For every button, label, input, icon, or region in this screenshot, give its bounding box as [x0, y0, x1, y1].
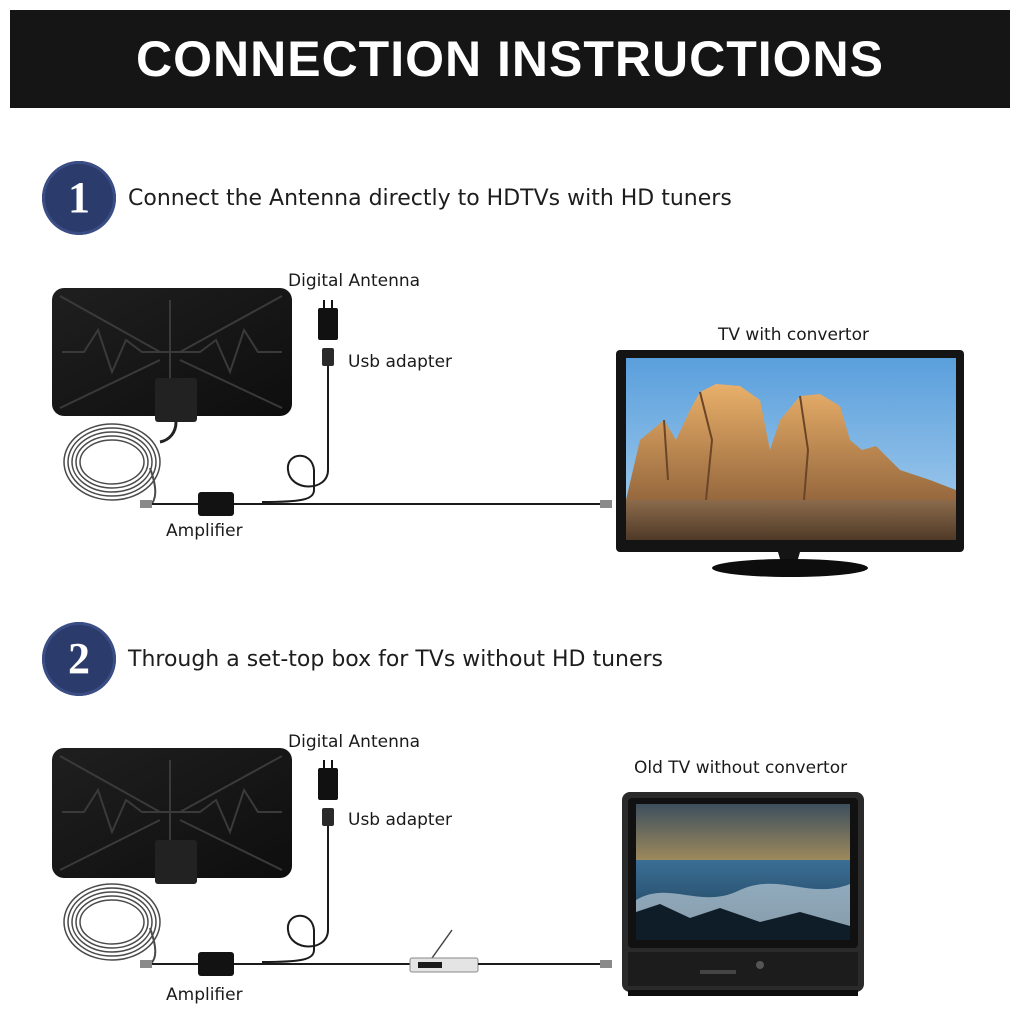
- step-2-cable-coil: [63, 883, 161, 965]
- step-1-badge: 1: [42, 161, 116, 235]
- step-2-amplifier-label: Amplifier: [166, 985, 243, 1005]
- step-2-badge: 2: [42, 622, 116, 696]
- step-2-tv-label: Old TV without convertor: [634, 758, 848, 778]
- step-1-antenna: [52, 288, 292, 444]
- step-1-number: 1: [68, 173, 90, 222]
- step-2-amplifier: [140, 952, 410, 976]
- step-2-old-tv: [622, 792, 864, 996]
- step-1-tv-label: TV with convertor: [718, 325, 869, 345]
- step-1-instruction: Connect the Antenna directly to HDTVs wi…: [128, 186, 732, 211]
- step-2-antenna-label: Digital Antenna: [288, 732, 421, 752]
- step-1-cable-coil: [63, 423, 161, 507]
- step-1-hd-tv: [616, 350, 964, 577]
- header-bar: CONNECTION INSTRUCTIONS: [10, 10, 1010, 108]
- step-2-usb-adapter: [261, 760, 338, 963]
- page-title: CONNECTION INSTRUCTIONS: [136, 31, 884, 87]
- step-2-set-top-box: [409, 929, 612, 973]
- step-1-usb-adapter-label: Usb adapter: [348, 352, 453, 372]
- step-1-amplifier-label: Amplifier: [166, 521, 243, 541]
- step-2-usb-adapter-label: Usb adapter: [348, 810, 453, 830]
- step-2-number: 2: [68, 634, 90, 683]
- step-1-antenna-label: Digital Antenna: [288, 271, 421, 291]
- step-2-antenna: [52, 748, 292, 884]
- step-1-amplifier: [140, 492, 612, 516]
- step-1-usb-adapter: [261, 300, 338, 503]
- step-2-instruction: Through a set-top box for TVs without HD…: [128, 647, 664, 672]
